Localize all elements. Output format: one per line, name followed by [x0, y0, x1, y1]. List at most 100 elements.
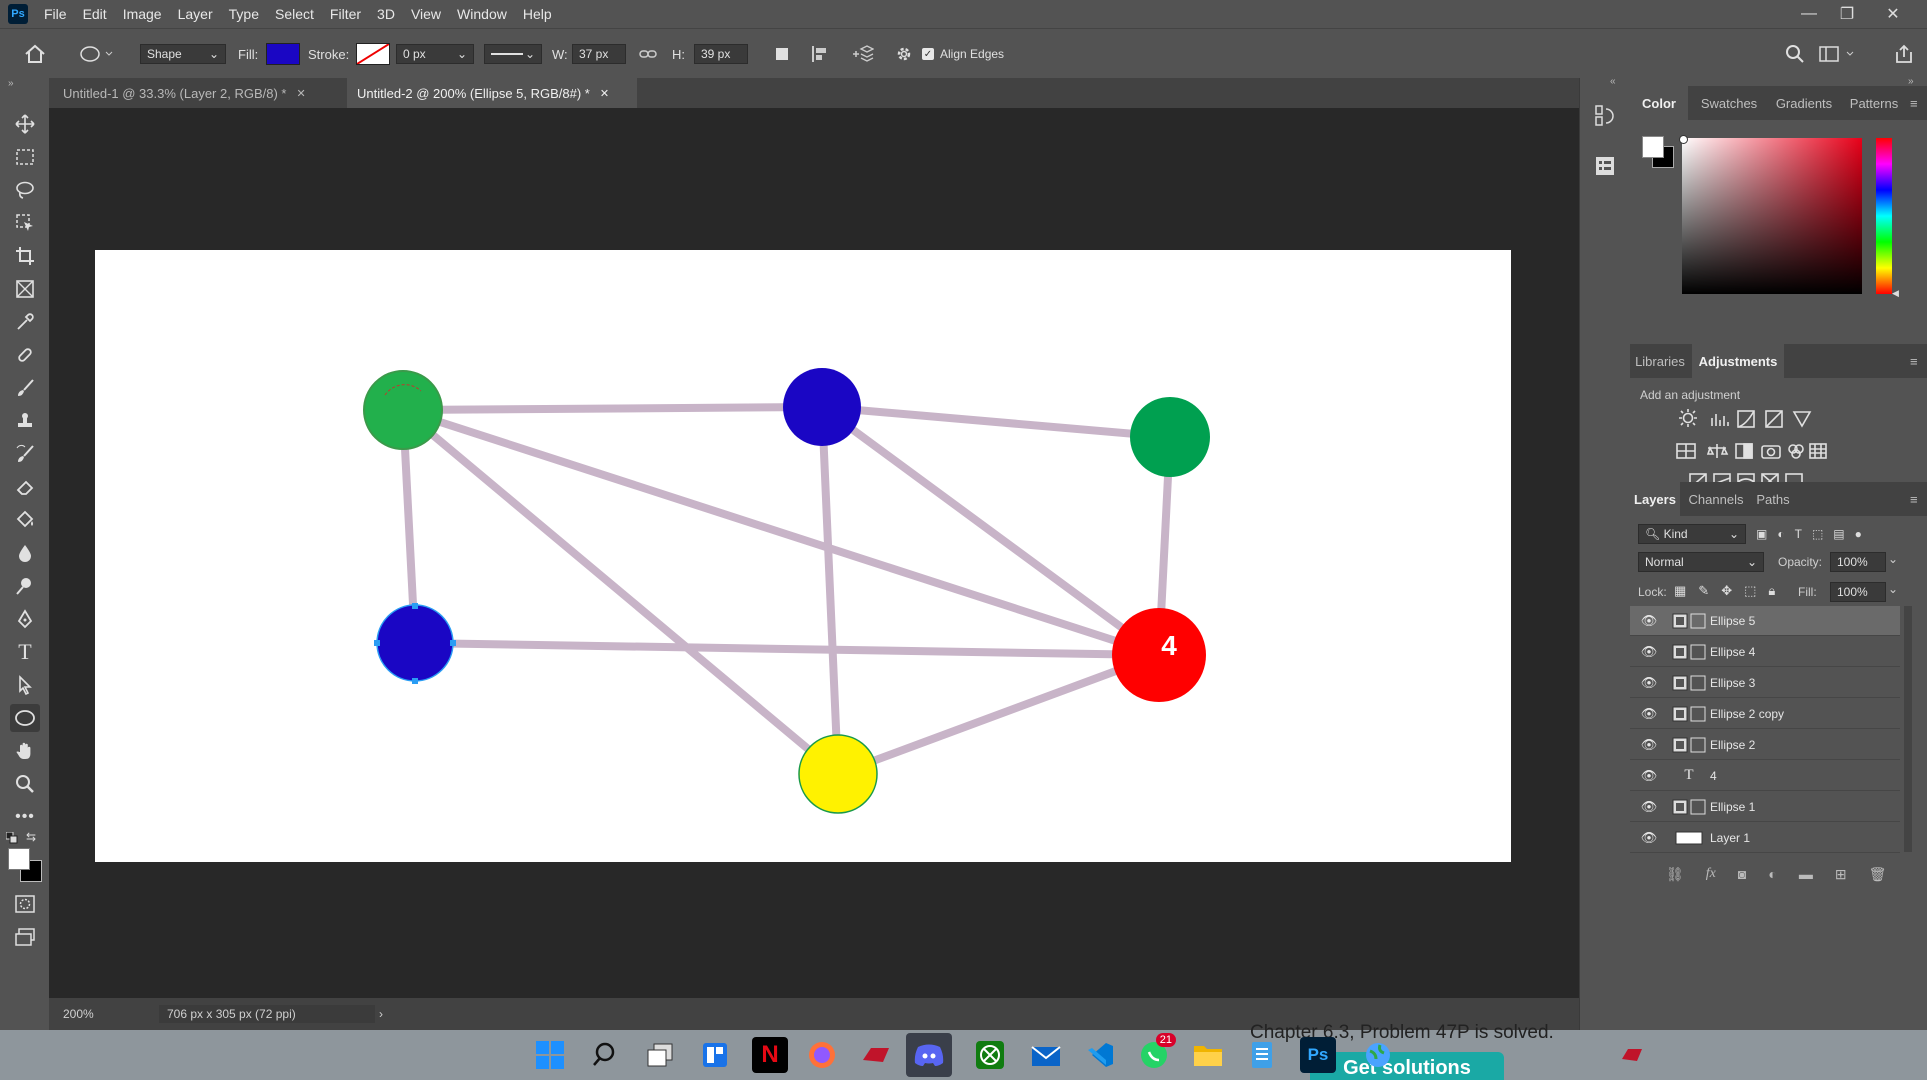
- channel-mixer-icon[interactable]: [1788, 444, 1804, 459]
- shape-mode-select[interactable]: Shape ⌄: [140, 44, 226, 64]
- layer-row[interactable]: 👁︎ T 4: [1630, 761, 1900, 791]
- filter-toggle-icon[interactable]: ●: [1854, 527, 1862, 541]
- color-field[interactable]: [1679, 135, 1862, 294]
- path-operations-icon[interactable]: [770, 29, 794, 79]
- close-tab-icon[interactable]: ✕: [599, 87, 610, 100]
- visibility-eye-icon[interactable]: 👁︎: [1640, 705, 1658, 721]
- visibility-eye-icon[interactable]: 👁︎: [1640, 643, 1658, 659]
- node-green-light[interactable]: [363, 370, 443, 450]
- stroke-color-swatch[interactable]: [356, 43, 390, 65]
- netflix-icon[interactable]: N: [752, 1037, 788, 1073]
- ellipse-tool-icon[interactable]: [10, 704, 40, 732]
- frame-tool-icon[interactable]: [10, 275, 40, 303]
- app-icon[interactable]: [858, 1037, 894, 1073]
- blur-tool-icon[interactable]: [10, 539, 40, 567]
- adjustment-filter-icon[interactable]: ◐: [1777, 527, 1785, 541]
- home-icon[interactable]: [22, 29, 48, 79]
- layers-scrollbar[interactable]: [1904, 606, 1912, 852]
- visibility-eye-icon[interactable]: 👁︎: [1640, 736, 1658, 752]
- path-arrangement-icon[interactable]: [848, 29, 876, 79]
- tab-channels[interactable]: Channels: [1688, 491, 1744, 507]
- fill-color-swatch[interactable]: [266, 43, 300, 65]
- pen-tool-icon[interactable]: [10, 605, 40, 633]
- photoshop-logo-icon[interactable]: Ps: [8, 4, 28, 24]
- tab-untitled-1[interactable]: Untitled-1 @ 33.3% (Layer 2, RGB/8) * ✕: [53, 78, 345, 108]
- color-balance-icon[interactable]: [1706, 444, 1729, 458]
- layer-style-fx-icon[interactable]: fx: [1705, 866, 1716, 881]
- menu-file[interactable]: File: [44, 6, 67, 22]
- zoom-level[interactable]: 200%: [63, 1007, 94, 1021]
- levels-icon[interactable]: [1711, 414, 1729, 426]
- close-tab-icon[interactable]: ✕: [296, 87, 306, 100]
- layer-row[interactable]: 👁︎ Ellipse 3: [1630, 668, 1900, 698]
- close-button[interactable]: ✕: [1886, 6, 1900, 23]
- visibility-eye-icon[interactable]: 👁︎: [1640, 674, 1658, 690]
- globe-icon[interactable]: [1360, 1037, 1396, 1073]
- node-yellow[interactable]: [798, 734, 878, 814]
- blend-mode-select[interactable]: Normal ⌄: [1638, 552, 1764, 572]
- panel-menu-icon[interactable]: ≡: [1910, 95, 1918, 111]
- smart-object-filter-icon[interactable]: ▤: [1833, 527, 1845, 541]
- firefox-icon[interactable]: [804, 1037, 840, 1073]
- color-lookup-icon[interactable]: [1809, 443, 1827, 459]
- visibility-eye-icon[interactable]: 👁︎: [1640, 798, 1658, 814]
- brush-tool-icon[interactable]: [10, 374, 40, 402]
- file-explorer-icon[interactable]: [1190, 1037, 1226, 1073]
- vscode-icon[interactable]: [1082, 1037, 1118, 1073]
- visibility-eye-icon[interactable]: 👁︎: [1640, 767, 1658, 783]
- path-selection-tool-icon[interactable]: [10, 671, 40, 699]
- tab-swatches[interactable]: Swatches: [1700, 95, 1758, 111]
- color-panel-swatches[interactable]: [1642, 136, 1674, 168]
- lasso-tool-icon[interactable]: [10, 176, 40, 204]
- width-field[interactable]: 37 px: [572, 44, 626, 64]
- delete-layer-icon[interactable]: 🗑︎: [1868, 866, 1887, 882]
- path-alignment-icon[interactable]: [808, 29, 832, 79]
- menu-image[interactable]: Image: [122, 6, 162, 22]
- panel-menu-icon[interactable]: ≡: [1910, 491, 1918, 507]
- height-field[interactable]: 39 px: [694, 44, 748, 64]
- layer-row[interactable]: 👁︎ Ellipse 1: [1630, 792, 1900, 822]
- menu-help[interactable]: Help: [522, 6, 552, 22]
- node-red[interactable]: [1112, 608, 1206, 702]
- clone-stamp-tool-icon[interactable]: [10, 407, 40, 435]
- lock-image-icon[interactable]: ✎: [1698, 583, 1710, 598]
- document-canvas[interactable]: 4: [95, 250, 1511, 862]
- node-blue-top[interactable]: [783, 368, 861, 446]
- tab-untitled-2[interactable]: Untitled-2 @ 200% (Ellipse 5, RGB/8#) * …: [347, 78, 637, 108]
- exposure-icon[interactable]: [1765, 410, 1783, 428]
- tab-gradients[interactable]: Gradients: [1775, 95, 1833, 111]
- foreground-background-color[interactable]: [8, 848, 42, 882]
- whatsapp-icon[interactable]: 21: [1136, 1033, 1176, 1073]
- type-filter-icon[interactable]: T: [1794, 527, 1802, 541]
- hand-tool-icon[interactable]: [10, 737, 40, 765]
- tab-libraries[interactable]: Libraries: [1635, 353, 1685, 369]
- lock-all-icon[interactable]: 🔒︎: [1768, 583, 1776, 598]
- mail-icon[interactable]: [1028, 1037, 1064, 1073]
- eyedropper-tool-icon[interactable]: [10, 308, 40, 336]
- collapse-arrows-icon[interactable]: «: [1610, 76, 1616, 87]
- add-mask-icon[interactable]: ◙: [1737, 866, 1747, 882]
- new-layer-icon[interactable]: ⊞: [1834, 866, 1847, 882]
- move-tool-icon[interactable]: [10, 110, 40, 138]
- new-adjustment-layer-icon[interactable]: ◐: [1768, 866, 1777, 882]
- eraser-tool-icon[interactable]: [10, 473, 40, 501]
- menu-edit[interactable]: Edit: [82, 6, 107, 22]
- tab-paths[interactable]: Paths: [1756, 491, 1790, 507]
- ellipse-tool-preset-icon[interactable]: [76, 29, 116, 79]
- curves-icon[interactable]: [1737, 410, 1755, 428]
- align-edges-checkbox[interactable]: ✓: [922, 48, 934, 60]
- workspace-switcher-icon[interactable]: [1818, 29, 1858, 79]
- visibility-eye-icon[interactable]: 👁︎: [1640, 829, 1658, 845]
- layer-row[interactable]: 👁︎ Ellipse 2 copy: [1630, 699, 1900, 729]
- new-group-icon[interactable]: ▬: [1798, 866, 1813, 882]
- crop-tool-icon[interactable]: [10, 242, 40, 270]
- marquee-tool-icon[interactable]: [10, 143, 40, 171]
- chevron-down-icon[interactable]: ⌄: [1888, 552, 1899, 566]
- widgets-icon[interactable]: [697, 1037, 733, 1073]
- vibrance-icon[interactable]: [1676, 443, 1696, 459]
- swap-colors-icon[interactable]: ⇆: [26, 830, 37, 844]
- menu-layer[interactable]: Layer: [177, 6, 213, 22]
- fill-field[interactable]: 100%: [1830, 582, 1886, 602]
- gradient-map-triangle-icon[interactable]: [1792, 411, 1812, 428]
- tab-patterns[interactable]: Patterns: [1849, 95, 1899, 111]
